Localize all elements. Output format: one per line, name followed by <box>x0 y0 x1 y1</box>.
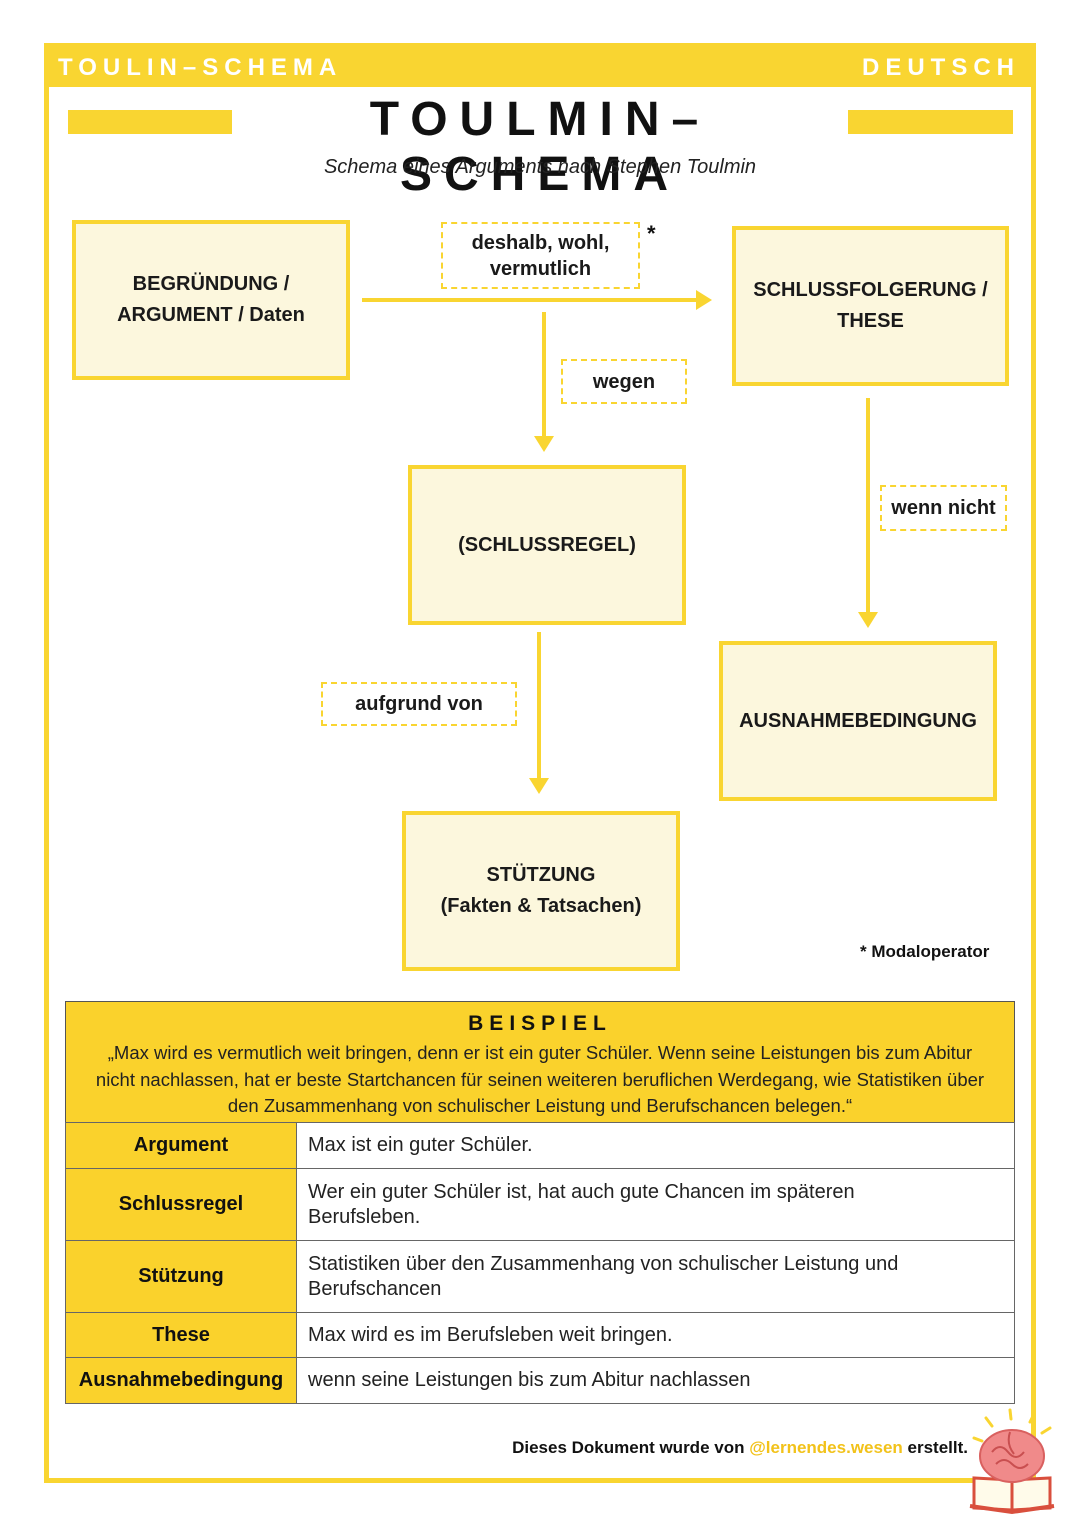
footnote-modal-operator: * Modaloperator <box>860 942 990 961</box>
diagram-arrows <box>362 290 878 794</box>
row-key: Argument <box>65 1122 297 1169</box>
table-row: Argument Max ist ein guter Schüler. <box>65 1122 1015 1169</box>
row-key: Schlussregel <box>65 1168 297 1241</box>
row-value: Max wird es im Berufsleben weit bringen. <box>296 1312 1015 1358</box>
row-key: Stützung <box>65 1240 297 1313</box>
node-warrant: (SCHLUSSREGEL) <box>408 465 686 625</box>
brain-book-logo-icon <box>969 1408 1055 1515</box>
label-wenn-nicht: wenn nicht <box>880 485 1007 531</box>
title-decor-right <box>848 110 1013 134</box>
header-bar <box>44 43 1036 87</box>
row-value: Statistiken über den Zusammenhang von sc… <box>296 1240 1015 1313</box>
footer-prefix: Dieses Dokument wurde von <box>512 1438 750 1457</box>
arrowhead-right <box>696 290 712 310</box>
page-subtitle: Schema eines Arguments nach Stephen Toul… <box>323 156 757 178</box>
label-aufgrund-von: aufgrund von <box>321 682 517 726</box>
row-value: wenn seine Leistungen bis zum Abitur nac… <box>296 1357 1015 1404</box>
node-argument: BEGRÜNDUNG / ARGUMENT / Daten <box>72 220 350 380</box>
header-subject-label: DEUTSCH <box>861 54 1020 81</box>
title-decor-left <box>68 110 232 134</box>
example-title: BEISPIEL <box>468 1012 612 1035</box>
footer-handle-link[interactable]: @lernendes.wesen <box>749 1438 903 1457</box>
modal-star: * <box>647 221 656 246</box>
row-key: These <box>65 1312 297 1358</box>
footer-credit: Dieses Dokument wurde von @lernendes.wes… <box>512 1438 968 1458</box>
row-value: Wer ein guter Schüler ist, hat auch gute… <box>296 1168 1015 1241</box>
table-row: Ausnahmebedingung wenn seine Leistungen … <box>65 1357 1015 1404</box>
arrowhead-down-backing <box>529 778 549 794</box>
header-left-label: TOULIN–SCHEMA <box>58 54 343 81</box>
node-backing: STÜTZUNG (Fakten & Tatsachen) <box>402 811 680 971</box>
label-wegen: wegen <box>561 359 687 404</box>
node-exception: AUSNAHMEBEDINGUNG <box>719 641 997 801</box>
example-header: BEISPIEL „Max wird es vermutlich weit br… <box>65 1001 1015 1123</box>
label-modal-operator: deshalb, wohl, vermutlich <box>441 222 640 289</box>
arrowhead-down-warrant <box>534 436 554 452</box>
table-row: Schlussregel Wer ein guter Schüler ist, … <box>65 1168 1015 1241</box>
footer-suffix: erstellt. <box>902 1438 968 1457</box>
arrowhead-down-exception <box>858 612 878 628</box>
table-row: These Max wird es im Berufsleben weit br… <box>65 1312 1015 1358</box>
page-title: TOULMIN–SCHEMA <box>369 93 711 201</box>
row-key: Ausnahmebedingung <box>65 1357 297 1404</box>
example-quote: „Max wird es vermutlich weit bringen, de… <box>95 1042 985 1116</box>
example-table: Argument Max ist ein guter Schüler. Schl… <box>65 1122 1015 1404</box>
row-value: Max ist ein guter Schüler. <box>296 1122 1015 1169</box>
node-conclusion: SCHLUSSFOLGERUNG / THESE <box>732 226 1009 386</box>
table-row: Stützung Statistiken über den Zusammenha… <box>65 1240 1015 1313</box>
